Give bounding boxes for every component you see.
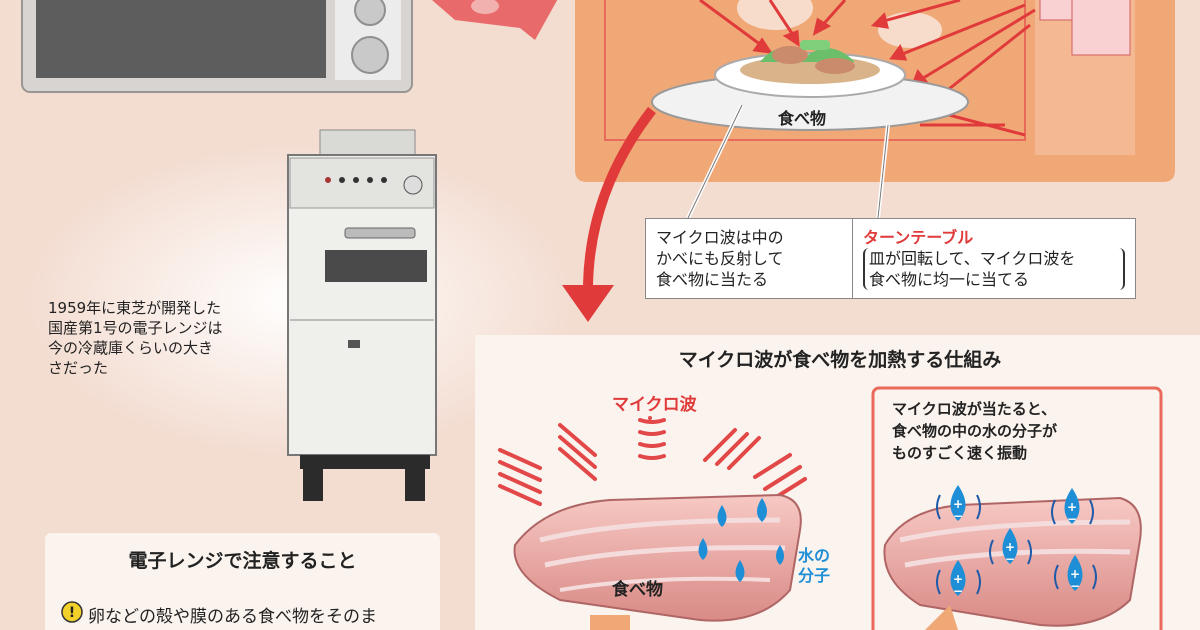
- water-drop-icon: [698, 498, 784, 582]
- caption-line: 国産第1号の電子レンジは: [48, 319, 223, 337]
- heating-title: マイクロ波が食べ物を加熱する仕組み: [678, 349, 1002, 371]
- svg-text:−: −: [1070, 579, 1080, 593]
- warning-icon: [61, 601, 83, 623]
- svg-text:−: −: [1067, 512, 1077, 526]
- flow-arrow-icon: [583, 106, 656, 286]
- wave-icon: [498, 416, 807, 506]
- svg-text:−: −: [1005, 552, 1015, 566]
- callout-line: かべにも反射して: [656, 249, 784, 268]
- food-label: 食べ物: [612, 580, 663, 600]
- caption-line: 今の冷蔵庫くらいの大き: [48, 339, 214, 357]
- microwave-ray-arrows: [699, 0, 1036, 137]
- reflection-callout: マイクロ波は中の かべにも反射して 食べ物に当たる: [645, 218, 857, 299]
- caution-panel: [45, 533, 440, 630]
- caption-line: さだった: [48, 359, 109, 377]
- callout-line: 食べ物に当たる: [656, 270, 769, 289]
- water-label-line: 分子: [798, 566, 831, 585]
- caption-line: 1959年に東芝が開発した: [48, 299, 222, 317]
- svg-text:+: +: [1005, 540, 1015, 554]
- turntable-title: ターンテーブル: [863, 228, 974, 247]
- callout-line: マイクロ波は中の: [656, 228, 784, 247]
- svg-text:+: +: [953, 497, 963, 511]
- water-molecule-label: 水の 分子: [798, 546, 830, 586]
- toshiba-1959-microwave-icon: [287, 129, 437, 501]
- turntable-desc: 皿が回転して、マイクロ波を 食べ物に均一に当てる: [863, 248, 1125, 290]
- caution-item: 卵などの殻や膜のある食べ物をそのま: [88, 607, 377, 627]
- turntable-line: 皿が回転して、マイクロ波を: [869, 249, 1076, 268]
- turntable-callout: ターンテーブル 皿が回転して、マイクロ波を 食べ物に均一に当てる: [852, 218, 1136, 299]
- vibration-line: マイクロ波が当たると、: [892, 400, 1057, 418]
- vibration-line: ものすごく速く振動: [892, 444, 1028, 462]
- microwave-label: マイクロ波: [612, 395, 697, 415]
- caption-1959-microwave: 1959年に東芝が開発した 国産第1号の電子レンジは 今の冷蔵庫くらいの大き さ…: [48, 298, 223, 378]
- caution-title: 電子レンジで注意すること: [128, 550, 357, 572]
- water-label-line: 水の: [798, 546, 831, 565]
- modern-microwave-icon: [21, 0, 413, 93]
- plate-food-label: 食べ物: [778, 109, 827, 128]
- food-meat-left: [513, 493, 802, 622]
- svg-text:+: +: [1067, 500, 1077, 514]
- svg-text:+: +: [1070, 567, 1080, 581]
- svg-text:−: −: [953, 509, 963, 523]
- vibration-line: 食べ物の中の水の分子が: [892, 422, 1058, 440]
- vibration-note: マイクロ波が当たると、 食べ物の中の水の分子が ものすごく速く振動: [892, 398, 1057, 464]
- zoom-arrow-icon: [432, 0, 558, 40]
- vibration-frame: [871, 386, 1163, 630]
- svg-text:+: +: [953, 572, 963, 586]
- svg-text:!: !: [69, 605, 75, 621]
- turntable-line: 食べ物に均一に当てる: [869, 270, 1030, 289]
- turntable-plate: [651, 40, 969, 131]
- svg-text:−: −: [953, 584, 963, 598]
- vibrating-molecule-icon: +− +− +− +− +−: [936, 485, 1097, 598]
